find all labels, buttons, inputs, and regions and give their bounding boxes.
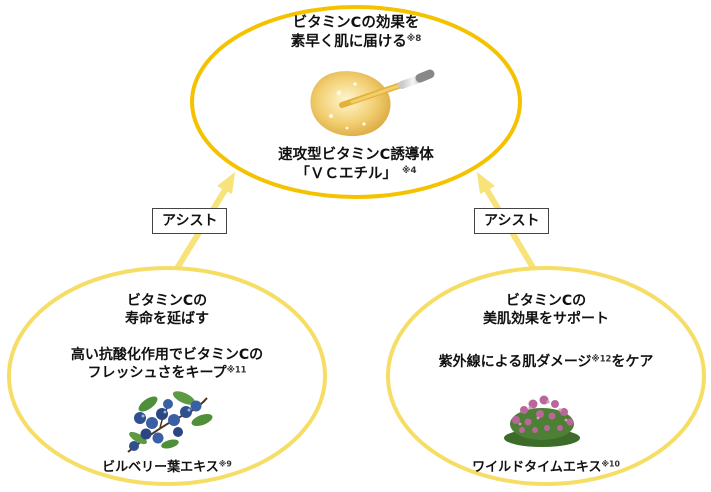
top-ingredient-line2: 「ＶＣエチル」 ※4: [246, 165, 466, 184]
top-ingredient-note: ※4: [402, 166, 417, 176]
left-heading-line2: 寿命を延ばす: [67, 310, 267, 328]
right-description-tail: をケア: [611, 354, 653, 370]
right-ingredient-note: ※10: [601, 460, 619, 469]
right-heading-line2: 美肌効果をサポート: [436, 310, 656, 328]
top-ingredient: 速攻型ビタミンC誘導体 「ＶＣエチル」 ※4: [246, 146, 466, 184]
top-ingredient-name: 「ＶＣエチル」: [295, 166, 397, 182]
left-ingredient-name: ビルベリー葉エキス: [102, 460, 219, 475]
top-heading-line1: ビタミンCの効果を: [256, 14, 456, 33]
left-ingredient-note: ※9: [219, 460, 232, 469]
assist-label-left: アシスト: [152, 208, 227, 234]
right-heading-line1: ビタミンCの: [436, 292, 656, 310]
right-ingredient: ワイルドタイムエキス※10: [446, 460, 646, 477]
top-heading-line2-text: 素早く肌に届ける: [291, 34, 407, 50]
left-description-line2-text: フレッシュさをキープ: [88, 365, 227, 381]
left-description-line2: フレッシュさをキープ※11: [47, 364, 287, 382]
right-ingredient-name: ワイルドタイムエキス: [472, 460, 601, 475]
right-description: 紫外線による肌ダメージ※12をケア: [416, 353, 676, 371]
top-ingredient-line1: 速攻型ビタミンC誘導体: [246, 146, 466, 165]
left-description: 高い抗酸化作用でビタミンCの フレッシュさをキープ※11: [47, 346, 287, 382]
top-heading: ビタミンCの効果を 素早く肌に届ける※8: [256, 14, 456, 52]
left-heading-line1: ビタミンCの: [67, 292, 267, 310]
top-heading-note: ※8: [407, 34, 422, 44]
left-description-note: ※11: [227, 365, 247, 375]
left-ingredient: ビルベリー葉エキス※9: [77, 460, 257, 477]
left-description-line1: 高い抗酸化作用でビタミンCの: [47, 346, 287, 364]
assist-label-right: アシスト: [474, 208, 549, 234]
left-heading: ビタミンCの 寿命を延ばす: [67, 292, 267, 328]
top-heading-line2: 素早く肌に届ける※8: [256, 33, 456, 52]
right-description-text: 紫外線による肌ダメージ: [439, 354, 592, 370]
right-heading: ビタミンCの 美肌効果をサポート: [436, 292, 656, 328]
right-description-note: ※12: [592, 353, 612, 363]
